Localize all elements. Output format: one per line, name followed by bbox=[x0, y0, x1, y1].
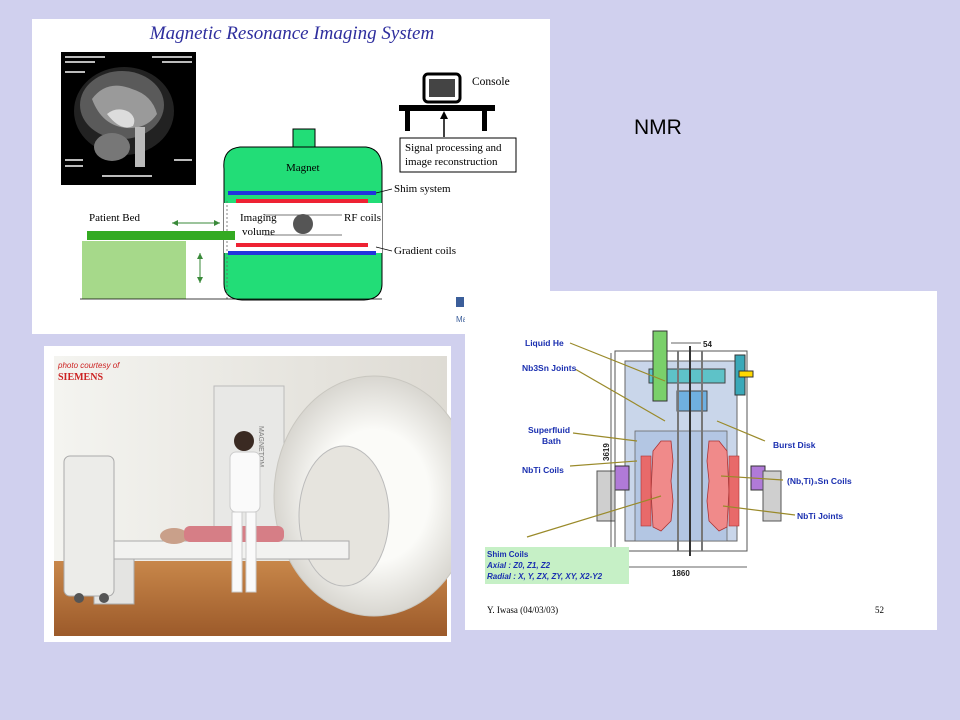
label-burst-disk: Burst Disk bbox=[773, 440, 816, 450]
cross-section-svg: 54 3619 1860 Liquid He Nb3Sn Joints Supe… bbox=[485, 330, 884, 615]
dimension-width: 1860 bbox=[672, 569, 690, 578]
signal-processing-box bbox=[399, 137, 517, 173]
equipment-cart bbox=[63, 455, 115, 597]
corner-text: Ma bbox=[456, 315, 468, 324]
photo-courtesy: photo courtesy of bbox=[57, 361, 120, 370]
magnet-cross-section: 54 3619 1860 Liquid He Nb3Sn Joints Supe… bbox=[465, 291, 937, 630]
patient-bed-base bbox=[82, 241, 186, 299]
magnet-label: Magnet bbox=[286, 162, 320, 174]
mri-scanner-photo: photo courtesy of SIEMENS MAGNETOM bbox=[44, 346, 451, 642]
shim-coil-bottom-blue bbox=[228, 251, 376, 255]
label-nbti-coils: NbTi Coils bbox=[522, 465, 564, 475]
console-label: Console bbox=[472, 76, 510, 88]
rf-coils-label: RF coils bbox=[344, 212, 381, 224]
shim-coils-axial: Axial : Z0, Z1, Z2 bbox=[486, 561, 551, 570]
gradient-coils-label: Gradient coils bbox=[394, 245, 456, 257]
operator-head bbox=[234, 431, 254, 451]
signal-processing-line2: image reconstruction bbox=[405, 156, 498, 168]
mri-system-diagram: Magnetic Resonance Imaging System bbox=[32, 19, 550, 334]
console-icon bbox=[399, 72, 495, 137]
label-superfluid-line1: Superfluid bbox=[528, 425, 570, 435]
callout-lines bbox=[526, 342, 796, 538]
mri-diagram-svg: Magnetic Resonance Imaging System bbox=[61, 23, 517, 324]
dimension-height: 3619 bbox=[602, 443, 611, 461]
dimension-lines bbox=[610, 342, 747, 568]
imaging-volume-sphere bbox=[293, 214, 313, 234]
mri-diagram-title: Magnetic Resonance Imaging System bbox=[149, 23, 434, 44]
shim-coils-box bbox=[485, 547, 629, 584]
shim-coil-top-blue bbox=[228, 191, 376, 195]
signal-processing-line1: Signal processing and bbox=[405, 142, 502, 154]
patient-bed-top bbox=[87, 231, 235, 240]
page-number: 52 bbox=[875, 605, 884, 615]
shim-coils-title: Shim Coils bbox=[487, 550, 529, 559]
imaging-volume-line1: Imaging bbox=[240, 212, 277, 224]
bed-height-arrow bbox=[197, 253, 203, 283]
magnetom-label: MAGNETOM bbox=[257, 426, 264, 467]
rf-coil-bottom-red bbox=[236, 243, 368, 247]
rf-coil-top-red bbox=[236, 199, 368, 203]
shim-system-label: Shim system bbox=[394, 183, 451, 195]
photo-svg: photo courtesy of SIEMENS MAGNETOM bbox=[54, 356, 451, 636]
dimension-top: 54 bbox=[703, 340, 712, 349]
superconducting-coils bbox=[640, 440, 740, 532]
label-nbti3sn-coils: (Nb,Ti)₃Sn Coils bbox=[787, 476, 852, 486]
label-nbti-joints: NbTi Joints bbox=[797, 511, 843, 521]
author-credit: Y. Iwasa (04/03/03) bbox=[487, 605, 558, 615]
operator-coat bbox=[229, 451, 261, 513]
label-liquid-he: Liquid He bbox=[525, 338, 564, 348]
shim-coils-radial: Radial : X, Y, ZX, ZY, XY, X2-Y2 bbox=[487, 572, 603, 581]
slide-label: NMR bbox=[634, 116, 682, 139]
patient-table bbox=[83, 540, 350, 560]
label-nb3sn-joints: Nb3Sn Joints bbox=[522, 363, 577, 373]
patient-head bbox=[160, 528, 188, 544]
brain-scan-image bbox=[61, 52, 196, 185]
scanner-bore bbox=[298, 445, 390, 587]
label-superfluid-line2: Bath bbox=[542, 436, 561, 446]
patient-bed-label: Patient Bed bbox=[89, 212, 141, 224]
corner-logo: Ma bbox=[456, 297, 468, 324]
imaging-volume-line2: volume bbox=[242, 226, 275, 238]
bed-slide-arrow bbox=[172, 220, 220, 226]
siemens-brand: SIEMENS bbox=[58, 372, 103, 383]
